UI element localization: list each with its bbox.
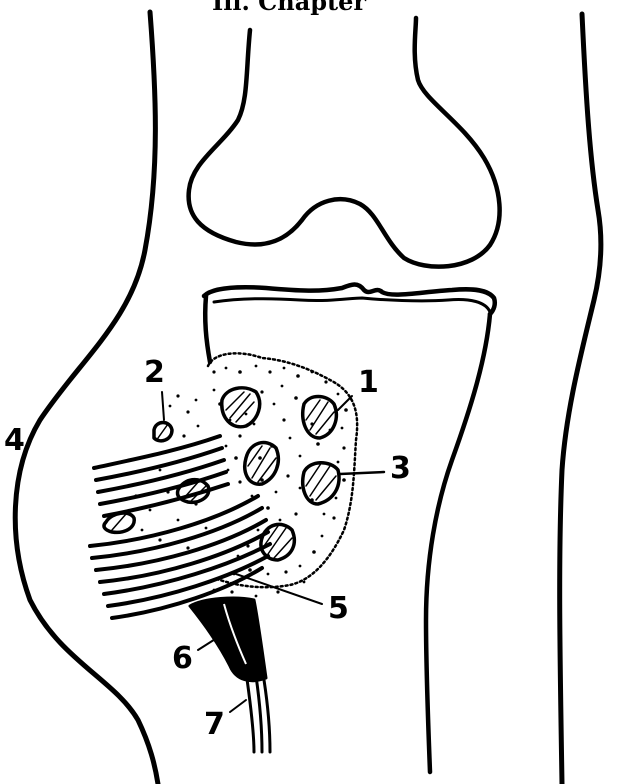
muscle-fibers-upper [94,436,228,516]
label-1: 1 [358,365,379,400]
muscle-belly [190,598,266,681]
label-6: 6 [172,641,193,676]
femur-outline [189,18,500,267]
label-4: 4 [4,423,25,458]
label-3: 3 [390,451,411,486]
tibia-outline-left [205,296,210,362]
tibia-outline-right [426,314,490,772]
figure-caption: Ill. Chapter [212,0,366,16]
label-5: 5 [328,591,349,626]
limb-contour-right [560,14,601,784]
label-7: 7 [204,707,225,742]
limb-contour-left [15,12,158,784]
tendon-strands [246,672,270,752]
tibial-plateau-inner [214,298,490,312]
label-2: 2 [144,355,165,390]
